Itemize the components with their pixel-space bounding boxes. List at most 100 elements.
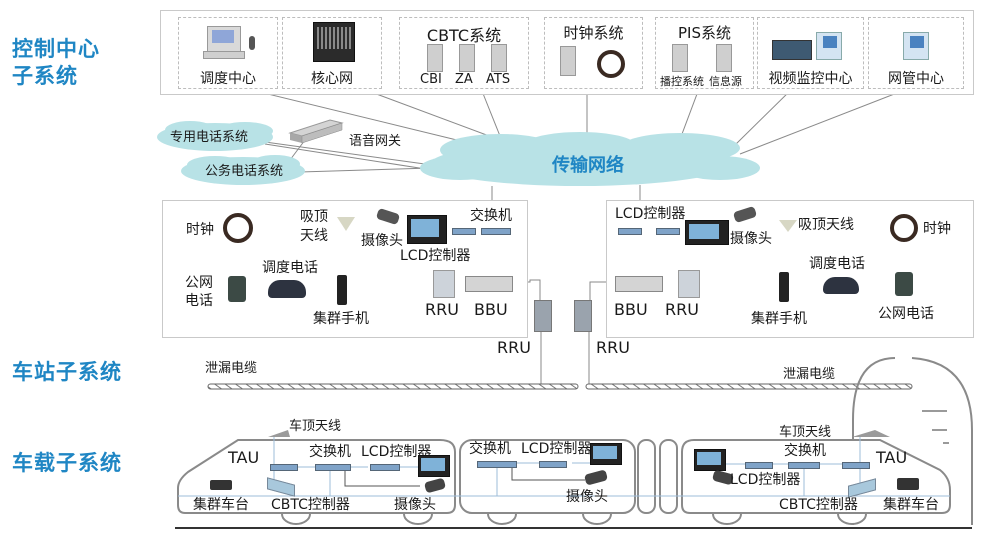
mid-car-camera-label: 摄像头	[566, 489, 608, 505]
right-car-wiring	[725, 437, 861, 496]
microphone-icon	[249, 36, 255, 50]
right-public-phone-icon	[895, 272, 913, 296]
transport-network-label[interactable]: 传输网络	[552, 155, 624, 176]
dispatch-center-label: 调度中心	[200, 71, 256, 87]
left-switch-icon-1	[452, 228, 476, 235]
mid-car-lcd-icon	[590, 443, 622, 465]
right-car-lcd-label: LCD控制器	[730, 472, 801, 488]
leaky-cable-right-label: 泄漏电缆	[783, 367, 836, 382]
dispatch-keyboard-icon	[203, 51, 245, 59]
voice-gateway-device	[288, 119, 344, 144]
section-title-control-center: 控制中心 子系统	[12, 36, 100, 90]
left-public-phone-label-1: 公网	[185, 275, 213, 291]
coupler-2	[659, 439, 678, 514]
left-public-phone-icon	[228, 276, 246, 302]
rru-feeders	[540, 330, 590, 384]
clock-system-box[interactable]: 时钟系统	[544, 17, 643, 89]
train-car-left	[177, 439, 456, 514]
right-tau-label: TAU	[876, 448, 908, 467]
private-phone-cloud	[157, 121, 273, 151]
core-network-box[interactable]: 核心网	[282, 17, 382, 89]
left-clock-label: 时钟	[186, 222, 214, 238]
left-car-switch-icon	[315, 464, 351, 471]
cbi-server-icon	[427, 44, 443, 72]
right-trunk-radio-label: 集群车台	[883, 497, 939, 513]
left-car-lcd-controller-icon	[370, 464, 400, 471]
control-center-panel: 调度中心 核心网 CBTC系统 CBI ZA ATS 时钟系统 PIS系统 播控…	[160, 10, 974, 95]
section-title-line-1: 控制中心	[12, 37, 100, 61]
network-management-box[interactable]: 网管中心	[868, 17, 964, 89]
core-network-rack-icon	[313, 22, 355, 62]
network-management-label: 网管中心	[888, 71, 944, 87]
transport-network-cloud	[420, 132, 760, 186]
right-rru-icon	[678, 270, 700, 298]
left-dispatch-phone-icon	[268, 280, 306, 298]
left-cbtc-controller-label: CBTC控制器	[271, 497, 350, 513]
left-public-phone-label: 公网 电话	[185, 274, 213, 310]
left-rru-label: RRU	[425, 300, 459, 319]
pis-system-box[interactable]: PIS系统 播控系统 信息源	[655, 17, 754, 89]
left-camera-label: 摄像头	[361, 233, 403, 249]
private-phone-system-label[interactable]: 专用电话系统	[170, 130, 249, 145]
mid-car-switch-label: 交换机	[469, 441, 511, 457]
info-source-label: 信息源	[709, 75, 742, 88]
left-clock-icon	[223, 213, 253, 243]
cbtc-system-box[interactable]: CBTC系统 CBI ZA ATS	[399, 17, 529, 89]
right-car-switch-icon	[788, 462, 820, 469]
mid-car-lcd-controller-icon	[539, 461, 567, 468]
left-car-tau-icon	[270, 464, 298, 471]
broadcast-server-icon	[672, 44, 688, 72]
cbi-label: CBI	[420, 72, 442, 87]
section-title-line-2: 子系统	[12, 64, 78, 88]
right-dispatch-phone-label: 调度电话	[809, 256, 865, 272]
right-car-lcd-controller-icon	[745, 462, 773, 469]
left-tau-label: TAU	[228, 448, 260, 467]
left-ceiling-antenna-label: 吸顶 天线	[300, 208, 328, 246]
left-bbu-icon	[465, 276, 513, 292]
left-rru-icon	[433, 270, 455, 298]
left-public-phone-label-2: 电话	[185, 293, 213, 309]
right-rru-label: RRU	[665, 300, 699, 319]
right-cbtc-controller-label: CBTC控制器	[779, 497, 858, 513]
right-switch-icon-2	[656, 228, 680, 235]
left-car-camera-label: 摄像头	[394, 497, 436, 513]
tunnel-markings	[922, 410, 949, 444]
pis-system-title: PIS系统	[678, 24, 731, 42]
right-trunk-handset-icon	[779, 272, 789, 302]
right-lcd-icon	[685, 220, 729, 245]
right-dispatch-phone-icon	[823, 277, 859, 294]
section-title-station: 车站子系统	[12, 360, 122, 384]
left-dispatch-phone-label: 调度电话	[262, 260, 318, 276]
video-workstation-icon	[816, 32, 842, 60]
left-car-lcd-icon	[418, 455, 450, 477]
za-server-icon	[459, 44, 475, 72]
roof-antenna-right-icon	[852, 430, 890, 437]
coupler-1	[637, 439, 656, 514]
right-clock-label: 时钟	[923, 221, 951, 237]
leaky-cable-left	[207, 383, 579, 390]
left-roof-antenna-label: 车顶天线	[289, 419, 342, 434]
right-bbu-icon	[615, 276, 663, 292]
trackside-rru-right-icon	[574, 300, 592, 332]
left-lcd-icon	[407, 215, 447, 244]
right-ceiling-antenna-icon	[779, 220, 797, 232]
right-switch-icon-1	[618, 228, 642, 235]
right-ceiling-antenna-label: 吸顶天线	[798, 217, 854, 233]
dispatch-center-box[interactable]: 调度中心	[178, 17, 278, 89]
left-trunk-radio-label: 集群车台	[193, 497, 249, 513]
tunnel-outline-left	[852, 357, 896, 525]
left-ceiling-antenna-icon	[337, 217, 355, 231]
roof-antenna-left-icon	[268, 430, 290, 437]
video-surveillance-box[interactable]: 视频监控中心	[757, 17, 864, 89]
train-wheels	[281, 513, 867, 525]
video-surveillance-label: 视频监控中心	[768, 71, 853, 87]
train-car-right	[681, 439, 951, 514]
tunnel-outline-right	[911, 357, 973, 525]
public-phone-system-label[interactable]: 公务电话系统	[205, 164, 284, 179]
section-title-vehicle: 车载子系统	[12, 451, 122, 475]
right-lcd-label: LCD控制器	[615, 206, 686, 222]
left-car-wiring	[273, 437, 418, 496]
leaky-cable-right	[585, 383, 913, 390]
right-trunk-radio-icon	[897, 478, 919, 490]
clock-server-icon	[560, 46, 576, 76]
